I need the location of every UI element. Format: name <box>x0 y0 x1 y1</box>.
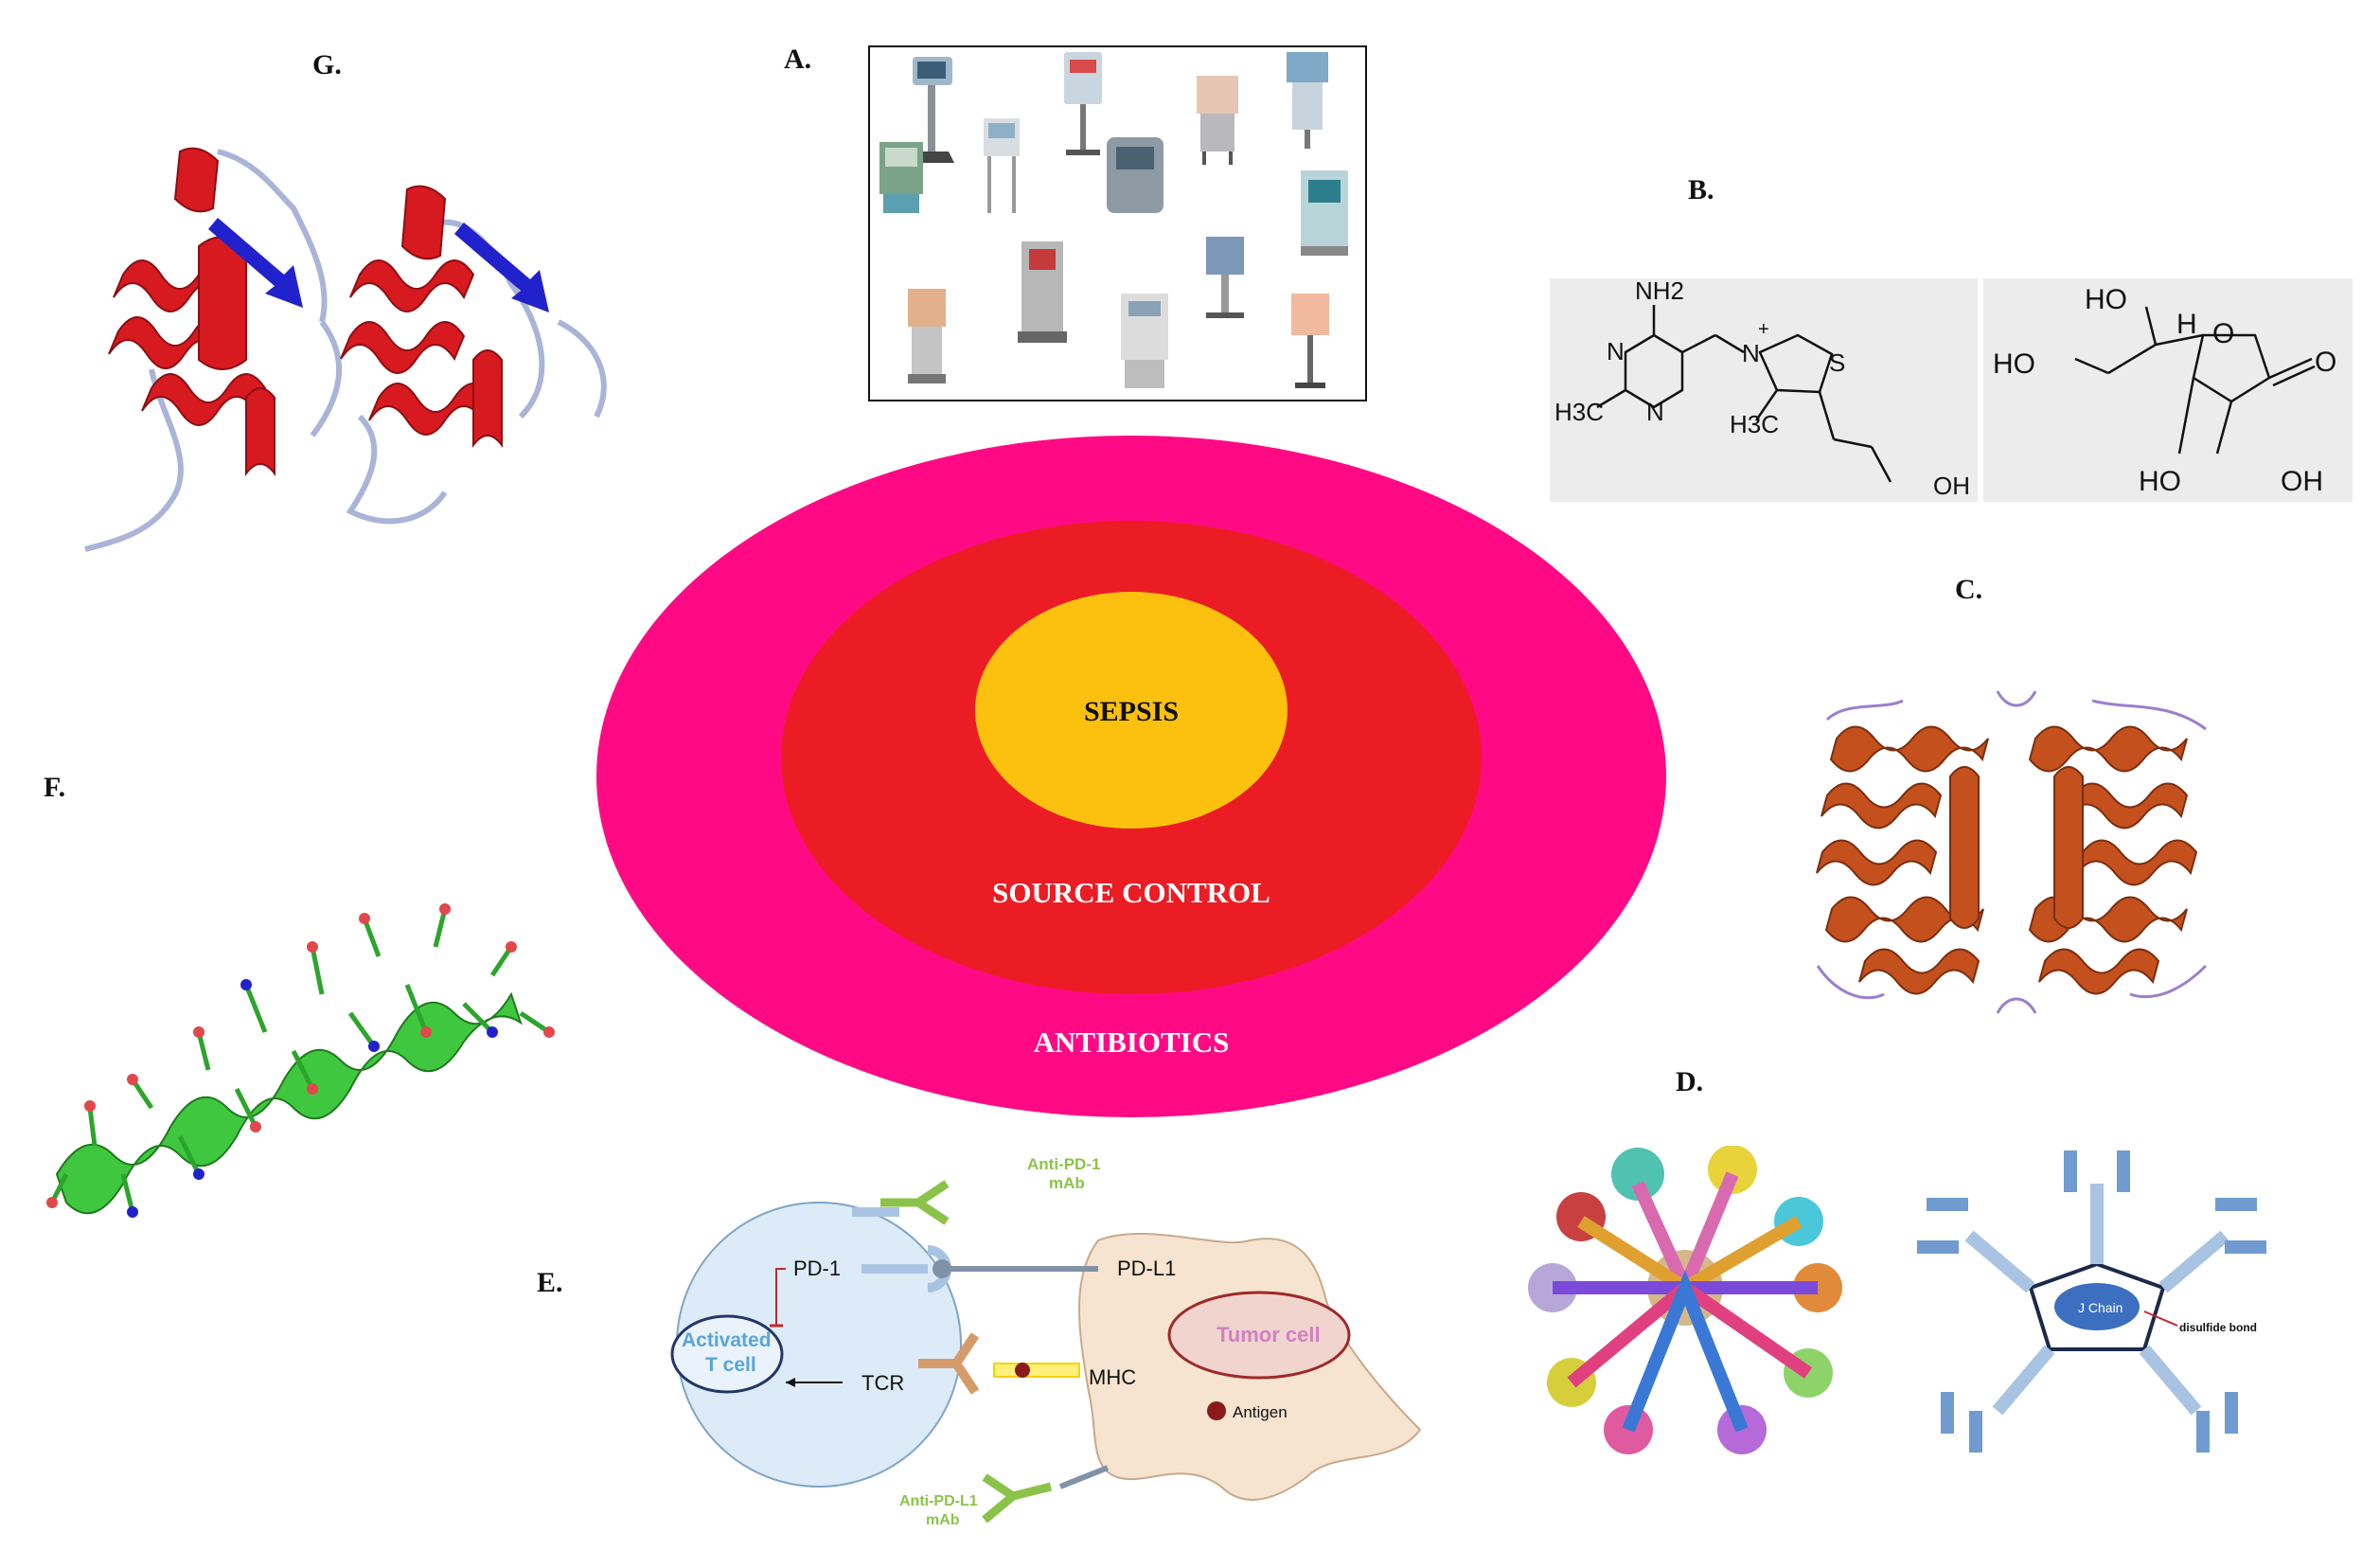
monitor-icon <box>879 142 923 213</box>
tcr-label: TCR <box>861 1371 904 1395</box>
ascorbic-o-ring: O <box>2212 318 2234 349</box>
thiamine-s: S <box>1829 348 1845 377</box>
dialysis-machine-icon <box>1121 294 1168 388</box>
sepsis-diagram <box>596 436 1666 1117</box>
loop-icon <box>1816 690 2208 1014</box>
antigen-label: Antigen <box>1233 1403 1288 1421</box>
incubator-icon <box>908 289 946 383</box>
thiamine-plus: + <box>1758 319 1769 340</box>
anti-pdl1-antibody-icon <box>982 1473 1053 1524</box>
panel-e-checkpoint: Anti-PD-1 mAb PD-1 PD-L1 Activated T cel… <box>653 1146 1458 1543</box>
helix-icon <box>1816 725 2198 995</box>
helix-icon <box>108 147 503 476</box>
panel-f-peptide <box>38 862 568 1221</box>
label-e: E. <box>537 1267 563 1298</box>
checkpoint-illustration: Anti-PD-1 mAb PD-1 PD-L1 Activated T cel… <box>670 1155 1422 1528</box>
tumor-nucleus <box>1167 1291 1351 1380</box>
igm-pentamer-illustration: J Chain disulfide bond <box>1528 1145 2266 1454</box>
j-chain-label: J Chain <box>2078 1300 2122 1315</box>
helix-icon <box>55 991 523 1215</box>
incubator-icon <box>1291 294 1329 388</box>
peptide-helix-illustration <box>46 903 555 1218</box>
label-f: F. <box>44 772 66 803</box>
ascorbic-ho-top: HO <box>2085 284 2127 315</box>
label-a: A. <box>784 44 812 75</box>
ventilator-icon <box>984 118 1020 213</box>
thiamine-oh: OH <box>1933 472 1970 500</box>
ventilator-icon <box>1018 241 1067 343</box>
concentric-ellipses <box>596 436 1666 1117</box>
panel-a-devices <box>868 45 1367 401</box>
thiamine-h3c-left: H3C <box>1554 398 1604 426</box>
loop-icon <box>84 149 607 552</box>
tumor-cell-label: Tumor cell <box>1217 1323 1321 1346</box>
protein-tetramer-illustration <box>1816 690 2208 1014</box>
activated-label-line2: T cell <box>705 1354 756 1376</box>
atoms-icon <box>46 903 555 1218</box>
devices-illustration <box>879 52 1348 388</box>
pdl1-lower-icon <box>1058 1465 1110 1489</box>
pd1-label: PD-1 <box>793 1257 841 1280</box>
ascorbic-structure <box>2074 306 2316 455</box>
anti-pd1-label-line2: mAb <box>1049 1174 1085 1192</box>
ascorbic-background <box>1983 278 2353 502</box>
panel-c-protein <box>1808 682 2225 1023</box>
panel-d-igm: J Chain disulfide bond <box>1515 1145 2367 1458</box>
thiamine-nh2: NH2 <box>1635 278 1684 305</box>
ascorbic-oh-bottom: OH <box>2281 466 2323 497</box>
disulfide-bond-label: disulfide bond <box>2179 1321 2257 1334</box>
antigen-dot-icon <box>1207 1401 1226 1420</box>
ascorbic-o-carbonyl: O <box>2315 347 2336 378</box>
arrowhead-icon <box>786 1378 795 1387</box>
beta-strand-icon <box>208 218 549 312</box>
ascorbic-ho-bottom: HO <box>2139 466 2181 497</box>
ascorbic-h: H <box>2176 309 2197 340</box>
label-d: D. <box>1676 1066 1704 1097</box>
thiamine-structure <box>1596 305 1892 483</box>
pdl1-knob-icon <box>932 1259 951 1278</box>
molecule-structures: NH2 N N H3C N + S H3C OH HO H HO O O HO … <box>1550 276 2353 502</box>
ventilator-icon <box>1301 170 1348 256</box>
panel-g-protein <box>66 133 634 568</box>
incubator-icon <box>1197 76 1238 165</box>
monitor-icon <box>1206 237 1244 318</box>
mhc-icon <box>993 1363 1080 1378</box>
anti-pdl1-label-line1: Anti-PD-L1 <box>899 1493 978 1509</box>
ventilator-icon <box>1287 52 1328 149</box>
source-control-label: SOURCE CONTROL <box>992 876 1270 909</box>
anti-pd1-label-line1: Anti-PD-1 <box>1027 1155 1100 1173</box>
label-g: G. <box>312 49 342 80</box>
ascorbic-ho-left: HO <box>1993 348 2035 380</box>
tcr-receptor-icon <box>918 1332 980 1395</box>
thiamine-h3c-right: H3C <box>1730 410 1779 438</box>
panel-b-molecules: NH2 N N H3C N + S H3C OH HO H HO O O HO … <box>1550 276 2353 502</box>
protein-dimer-illustration <box>84 147 607 552</box>
mhc-label: MHC <box>1089 1365 1136 1389</box>
thiamine-n1: N <box>1607 337 1625 365</box>
antibiotics-label: ANTIBIOTICS <box>1033 1025 1230 1059</box>
activated-label-line1: Activated <box>682 1329 772 1351</box>
j-chain-shape <box>2054 1283 2140 1330</box>
igm-space-fill-icon <box>1528 1145 1842 1454</box>
igm-schematic-icon: J Chain disulfide bond <box>1917 1150 2266 1453</box>
inhibition-line-icon <box>775 1268 786 1326</box>
ventilator-icon <box>1107 137 1163 213</box>
thiamine-n-plus: N <box>1742 339 1760 367</box>
t-cell-nucleus <box>670 1314 784 1394</box>
sepsis-label: SEPSIS <box>1083 696 1180 727</box>
sepsis-core <box>975 592 1288 829</box>
label-b: B. <box>1688 174 1714 205</box>
anti-pdl1-label-line2: mAb <box>926 1512 960 1528</box>
anti-pd1-antibody-icon <box>880 1180 950 1225</box>
thiamine-n2: N <box>1646 398 1664 426</box>
ventilator-icon <box>1064 52 1102 155</box>
pdl1-label: PD-L1 <box>1117 1257 1176 1280</box>
antigen-peptide-icon <box>1015 1363 1030 1378</box>
thiamine-background <box>1550 278 1978 502</box>
label-c: C. <box>1955 574 1983 605</box>
